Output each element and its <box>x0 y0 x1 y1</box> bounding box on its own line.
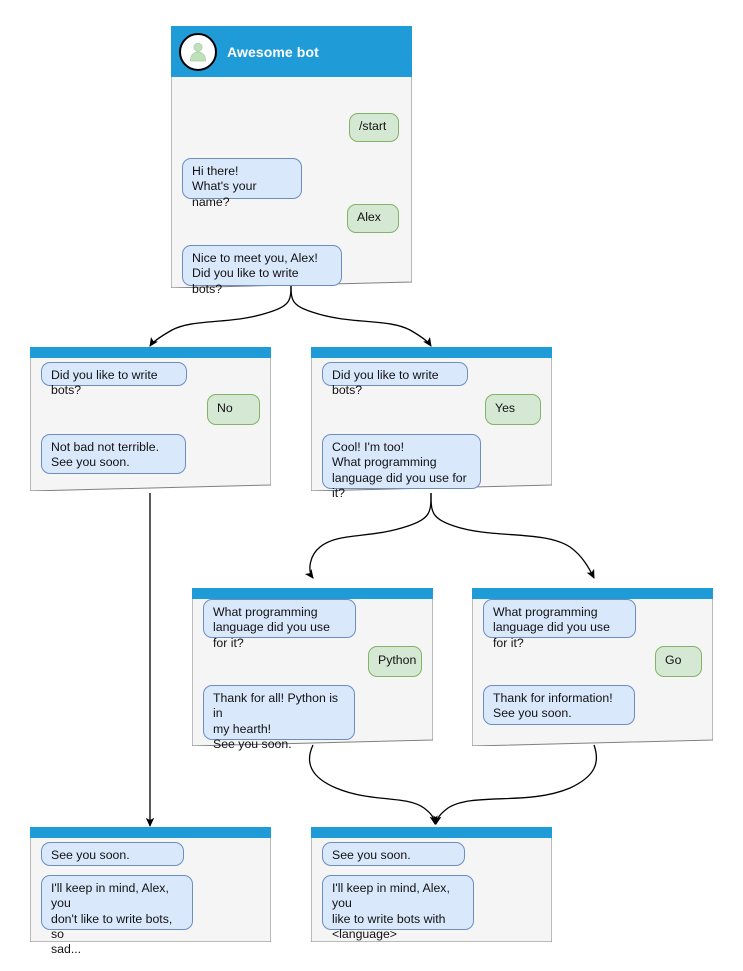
edge-yes-to-go <box>430 492 595 579</box>
bubble-bot-ask-language: What programming language did you use fo… <box>483 599 636 650</box>
bubble-user-start[interactable]: /start <box>349 113 399 142</box>
bubble-bot-see-you-soon: See you soon. <box>41 842 184 866</box>
card-yes-branch-header <box>311 347 552 358</box>
card-go-branch[interactable]: What programming language did you use fo… <box>472 588 713 746</box>
bubble-bot-keep-in-mind: I'll keep in mind, Alex, you don't like … <box>41 875 193 956</box>
card-python-branch-chat: What programming language did you use fo… <box>192 599 433 751</box>
card-python-branch[interactable]: What programming language did you use fo… <box>192 588 433 751</box>
card-end-no[interactable]: See you soon. I'll keep in mind, Alex, y… <box>30 827 271 956</box>
card-go-branch-chat: What programming language did you use fo… <box>472 599 713 746</box>
card-yes-branch-chat: Did you like to write bots? Yes Cool! I'… <box>311 358 552 500</box>
bubble-bot-not-bad: Not bad not terrible. See you soon. <box>41 434 186 474</box>
card-no-branch-body: Did you like to write bots? No Not bad n… <box>30 347 271 491</box>
card-root-chat: /start Hi there! What's your name? Alex … <box>171 77 412 296</box>
bubble-bot-ask-bots: Did you like to write bots? <box>322 362 468 397</box>
person-avatar-icon <box>179 32 217 71</box>
card-end-yes-header <box>311 827 552 838</box>
bubble-bot-ask-language: Cool! I'm too! What programming language… <box>322 434 481 500</box>
card-python-branch-body: What programming language did you use fo… <box>192 588 433 751</box>
bubble-user-name[interactable]: Alex <box>347 204 399 233</box>
card-no-branch-chat: Did you like to write bots? No Not bad n… <box>30 358 271 491</box>
bubble-bot-see-you-soon: See you soon. <box>322 842 465 866</box>
bubble-bot-ask-bots: Nice to meet you, Alex! Did you like to … <box>182 245 342 296</box>
card-end-yes[interactable]: See you soon. I'll keep in mind, Alex, y… <box>311 827 552 942</box>
card-no-branch[interactable]: Did you like to write bots? No Not bad n… <box>30 347 271 491</box>
card-end-no-chat: See you soon. I'll keep in mind, Alex, y… <box>30 838 271 956</box>
card-yes-branch-body: Did you like to write bots? Yes Cool! I'… <box>311 347 552 500</box>
bubble-user-go[interactable]: Go <box>655 646 702 677</box>
card-end-no-body: See you soon. I'll keep in mind, Alex, y… <box>30 827 271 956</box>
card-root[interactable]: Awesome bot /start Hi there! What's your… <box>171 26 412 296</box>
card-yes-branch[interactable]: Did you like to write bots? Yes Cool! I'… <box>311 347 552 500</box>
bubble-bot-greeting: Hi there! What's your name? <box>182 158 302 209</box>
person-glyph-icon <box>189 42 207 61</box>
card-no-branch-header <box>30 347 271 358</box>
bubble-bot-keep-in-mind: I'll keep in mind, Alex, you like to wri… <box>322 875 474 941</box>
edge-root-to-no <box>149 282 292 347</box>
bubble-bot-ask-bots: Did you like to write bots? <box>41 362 187 397</box>
card-root-title: Awesome bot <box>227 43 319 60</box>
card-go-branch-body: What programming language did you use fo… <box>472 588 713 746</box>
bubble-bot-ask-language: What programming language did you use fo… <box>203 599 356 650</box>
bubble-user-no[interactable]: No <box>207 394 260 425</box>
bubble-bot-thank-info: Thank for information! See you soon. <box>483 685 635 725</box>
edge-yes-to-python <box>304 492 432 579</box>
card-end-yes-body: See you soon. I'll keep in mind, Alex, y… <box>311 827 552 942</box>
edge-go-to-end-yes <box>433 744 598 826</box>
edge-python-to-end-yes <box>308 744 438 826</box>
card-end-yes-chat: See you soon. I'll keep in mind, Alex, y… <box>311 838 552 942</box>
edge-root-to-yes <box>290 282 432 347</box>
card-root-header: Awesome bot <box>171 26 412 77</box>
card-go-branch-header <box>472 588 713 599</box>
card-root-body: Awesome bot /start Hi there! What's your… <box>171 26 412 296</box>
card-python-branch-header <box>192 588 433 599</box>
bubble-user-python[interactable]: Python <box>368 646 422 677</box>
bubble-user-yes[interactable]: Yes <box>485 394 541 425</box>
bubble-bot-thank-python: Thank for all! Python is in my hearth! S… <box>203 685 355 751</box>
card-end-no-header <box>30 827 271 838</box>
